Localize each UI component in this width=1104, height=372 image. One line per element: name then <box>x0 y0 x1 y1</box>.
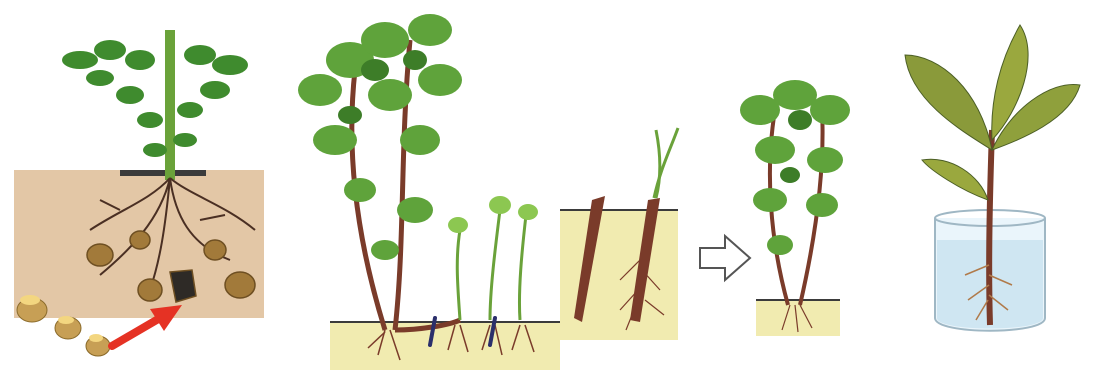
panel-potato-tubers <box>0 0 270 372</box>
cutting-illustration <box>560 0 860 372</box>
panel-layering <box>290 0 560 372</box>
panel-water-rooting <box>880 0 1104 372</box>
layering-illustration <box>290 0 560 372</box>
cutting-soil <box>560 210 678 340</box>
water-rooting-illustration <box>880 0 1104 372</box>
potato-illustration <box>0 0 270 372</box>
potato-leaves <box>62 40 248 157</box>
soil-layer <box>330 322 560 370</box>
parent-leaves <box>298 14 462 260</box>
potato-stem <box>165 30 175 180</box>
rooted-leaves <box>740 80 850 255</box>
outline-arrow-icon <box>700 236 750 280</box>
panel-stem-cuttings <box>560 0 860 372</box>
soil-line <box>120 170 206 176</box>
